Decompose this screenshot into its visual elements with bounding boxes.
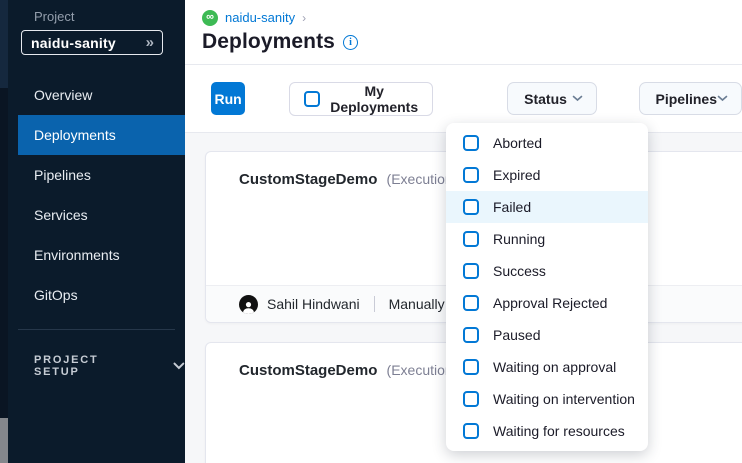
status-option-waiting-for-resources[interactable]: Waiting for resources: [446, 415, 648, 447]
project-name: naidu-sanity: [31, 34, 116, 51]
status-option-aborted[interactable]: Aborted: [446, 127, 648, 159]
status-option-label: Paused: [493, 327, 541, 343]
checkbox[interactable]: [463, 295, 479, 311]
nav-rail-scrollbar[interactable]: [0, 418, 8, 463]
status-option-label: Success: [493, 263, 546, 279]
status-option-running[interactable]: Running: [446, 223, 648, 255]
sidebar-item-label: Services: [34, 207, 88, 223]
checkbox[interactable]: [463, 231, 479, 247]
checkbox[interactable]: [463, 423, 479, 439]
checkbox[interactable]: [463, 263, 479, 279]
status-option-label: Failed: [493, 199, 532, 215]
checkbox[interactable]: [463, 391, 479, 407]
checkbox[interactable]: [463, 359, 479, 375]
my-deployments-checkbox[interactable]: [304, 90, 321, 107]
status-filter-menu: Aborted Expired Failed Running Success A…: [446, 123, 648, 451]
status-option-success[interactable]: Success: [446, 255, 648, 287]
pipeline-name[interactable]: CustomStageDemo: [239, 362, 378, 379]
nav-rail-module-segment: [0, 0, 8, 88]
sidebar-divider: [18, 329, 175, 330]
sidebar-item-deployments[interactable]: Deployments: [18, 115, 185, 155]
checkbox[interactable]: [463, 135, 479, 151]
status-option-label: Approval Rejected: [493, 295, 608, 311]
project-setup-toggle[interactable]: PROJECT SETUP: [34, 354, 185, 378]
project-sidebar: Project naidu-sanity » Overview Deployme…: [0, 0, 185, 463]
chevron-down-icon: [717, 95, 728, 102]
sidebar-item-label: Environments: [34, 247, 120, 263]
status-option-label: Waiting on approval: [493, 359, 617, 375]
checkbox[interactable]: [463, 167, 479, 183]
my-deployments-toggle[interactable]: My Deployments: [289, 81, 434, 116]
triggered-by: Sahil Hindwani: [267, 296, 360, 312]
nav-rail: [0, 0, 8, 463]
sidebar-item-pipelines[interactable]: Pipelines: [8, 155, 185, 195]
title-row: Deployments i: [202, 30, 742, 54]
page-title: Deployments: [202, 30, 335, 53]
project-label: Project: [34, 9, 75, 24]
status-filter-dropdown[interactable]: Status: [507, 82, 597, 115]
page-header: ∞ naidu-sanity › Deployments i: [185, 0, 742, 65]
project-setup-label: PROJECT SETUP: [34, 354, 99, 378]
status-option-label: Aborted: [493, 135, 543, 151]
status-option-expired[interactable]: Expired: [446, 159, 648, 191]
project-selector[interactable]: naidu-sanity »: [21, 30, 163, 55]
info-icon[interactable]: i: [342, 34, 358, 50]
pipelines-filter-label: Pipelines: [655, 90, 717, 107]
sidebar-item-services[interactable]: Services: [8, 195, 185, 235]
trigger-type: Manually: [388, 296, 445, 312]
footer-divider: [373, 296, 375, 312]
sidebar-item-overview[interactable]: Overview: [8, 75, 185, 115]
cd-module-icon: ∞: [202, 9, 218, 26]
status-option-label: Running: [493, 231, 546, 247]
sidebar-item-label: Pipelines: [34, 167, 91, 183]
sidebar-item-label: Overview: [34, 87, 93, 103]
run-button[interactable]: Run: [211, 82, 246, 115]
status-option-label: Expired: [493, 167, 541, 183]
breadcrumb: ∞ naidu-sanity ›: [202, 9, 742, 26]
status-option-failed[interactable]: Failed: [446, 191, 648, 223]
pipelines-filter-dropdown[interactable]: Pipelines: [638, 82, 742, 115]
status-option-label: Waiting for resources: [493, 423, 625, 439]
chevron-right-icon: ›: [302, 10, 307, 25]
sidebar-item-environments[interactable]: Environments: [8, 235, 185, 275]
expand-project-selector-icon[interactable]: »: [145, 34, 154, 51]
status-option-waiting-on-approval[interactable]: Waiting on approval: [446, 351, 648, 383]
breadcrumb-project-link[interactable]: naidu-sanity: [225, 10, 296, 25]
status-option-paused[interactable]: Paused: [446, 319, 648, 351]
chevron-down-icon: [173, 362, 185, 370]
main-area: ∞ naidu-sanity › Deployments i Run My De…: [185, 0, 742, 463]
sidebar-nav: Overview Deployments Pipelines Services …: [8, 75, 185, 315]
sidebar-item-gitops[interactable]: GitOps: [8, 275, 185, 315]
sidebar-item-label: Deployments: [34, 127, 116, 143]
sidebar-item-label: GitOps: [34, 287, 78, 303]
person-icon: [242, 301, 255, 314]
avatar: [239, 294, 258, 314]
chevron-down-icon: [572, 95, 582, 102]
status-option-label: Waiting on intervention: [493, 391, 635, 407]
checkbox[interactable]: [463, 199, 479, 215]
status-option-approval-rejected[interactable]: Approval Rejected: [446, 287, 648, 319]
status-filter-label: Status: [524, 90, 567, 107]
sidebar-inner: Project naidu-sanity » Overview Deployme…: [8, 0, 185, 463]
pipeline-name[interactable]: CustomStageDemo: [239, 171, 378, 188]
checkbox[interactable]: [463, 327, 479, 343]
my-deployments-label: My Deployments: [330, 82, 419, 115]
toolbar: Run My Deployments Status Pipelines: [185, 65, 742, 133]
status-option-waiting-on-intervention[interactable]: Waiting on intervention: [446, 383, 648, 415]
